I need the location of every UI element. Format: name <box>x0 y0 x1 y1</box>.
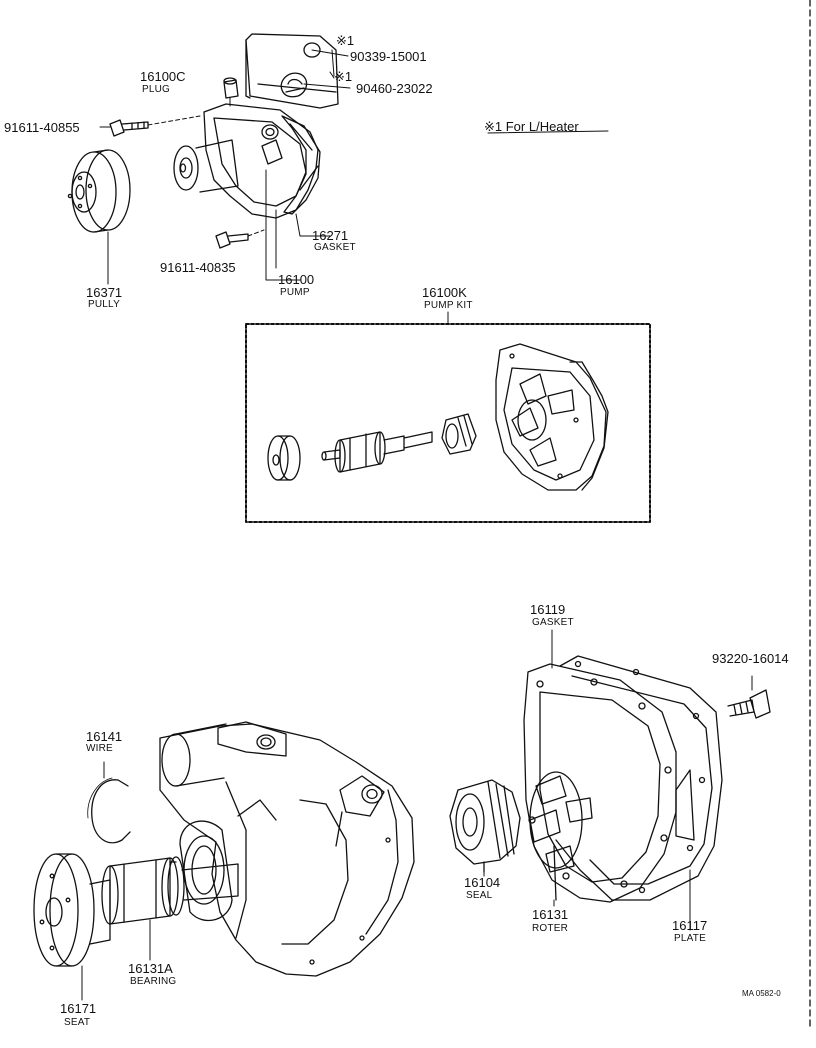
screw-93220-16014-drawing <box>727 675 771 719</box>
part-name-gasket-top: GASKET <box>314 242 356 253</box>
part-name-bearing: BEARING <box>130 976 177 987</box>
leader-lines-top <box>99 49 609 285</box>
pump-kit-box <box>245 311 651 523</box>
part-name-pully: PULLY <box>88 299 120 310</box>
pump-housing-drawing <box>159 721 415 977</box>
drawing-code: MA 0582-0 <box>742 989 781 998</box>
part-name-plate: PLATE <box>674 933 706 944</box>
pump-16100-drawing <box>173 103 319 219</box>
heater-note: ※1 For L/Heater <box>484 119 579 134</box>
plate-16117-drawing <box>555 655 723 931</box>
wire-16141-drawing <box>87 777 131 844</box>
part-number-16371: 16371 <box>86 285 123 300</box>
kit-bearing-drawing <box>321 431 433 473</box>
kit-rotor-plate-drawing <box>495 343 609 491</box>
part-number-16171: 16171 <box>60 1001 97 1016</box>
part-number-16271: 16271 <box>312 228 349 243</box>
part-number-16131a: 16131A <box>128 961 173 976</box>
part-number-90339-15001: 90339-15001 <box>350 49 427 64</box>
part-number-16104: 16104 <box>464 875 501 890</box>
part-number-91611-40835: 91611-40835 <box>160 260 236 275</box>
pulley-16371-drawing <box>67 149 131 233</box>
plug-16100c-drawing <box>223 77 239 99</box>
part-name-wire: WIRE <box>86 743 113 754</box>
part-number-91611-40855: 91611-40855 <box>4 120 80 135</box>
part-number-16141: 16141 <box>86 729 123 744</box>
part-name-pump: PUMP <box>280 287 310 298</box>
part-number-16100k: 16100K <box>422 285 467 300</box>
seat-16171-drawing <box>33 853 111 967</box>
engine-block-outline <box>245 33 339 109</box>
rotor-16131-drawing <box>529 771 593 901</box>
bolt-91611-40855-drawing <box>109 119 149 137</box>
part-name-seal: SEAL <box>466 890 493 901</box>
gasket-16119-drawing <box>523 629 677 903</box>
bolt-91611-40835-drawing <box>215 231 249 249</box>
part-number-16117: 16117 <box>672 918 708 933</box>
part-name-seat: SEAT <box>64 1017 91 1028</box>
part-number-93220-16014: 93220-16014 <box>712 651 789 666</box>
kit-seat-drawing <box>267 435 301 481</box>
part-number-16119: 16119 <box>530 602 566 617</box>
part-number-16131: 16131 <box>532 907 569 922</box>
gasket-16271-drawing <box>281 115 321 215</box>
leader-lines-bottom <box>81 761 555 1001</box>
part-number-16100: 16100 <box>278 272 315 287</box>
part-number-90460-23022: 90460-23022 <box>356 81 433 96</box>
mark-90460: ※1 <box>334 69 353 84</box>
bearing-16131a-drawing <box>101 856 239 925</box>
part-name-pump-kit: PUMP KIT <box>424 300 473 311</box>
part-name-plug: PLUG <box>142 84 171 95</box>
seal-16104-drawing <box>449 779 521 873</box>
part-name-roter: ROTER <box>532 923 568 934</box>
clamp-hose-drawing <box>280 72 308 98</box>
kit-seal-drawing <box>441 413 477 455</box>
mark-90339: ※1 <box>336 33 355 48</box>
part-name-gasket-bottom: GASKET <box>532 617 574 628</box>
part-number-16100c: 16100C <box>140 69 186 84</box>
